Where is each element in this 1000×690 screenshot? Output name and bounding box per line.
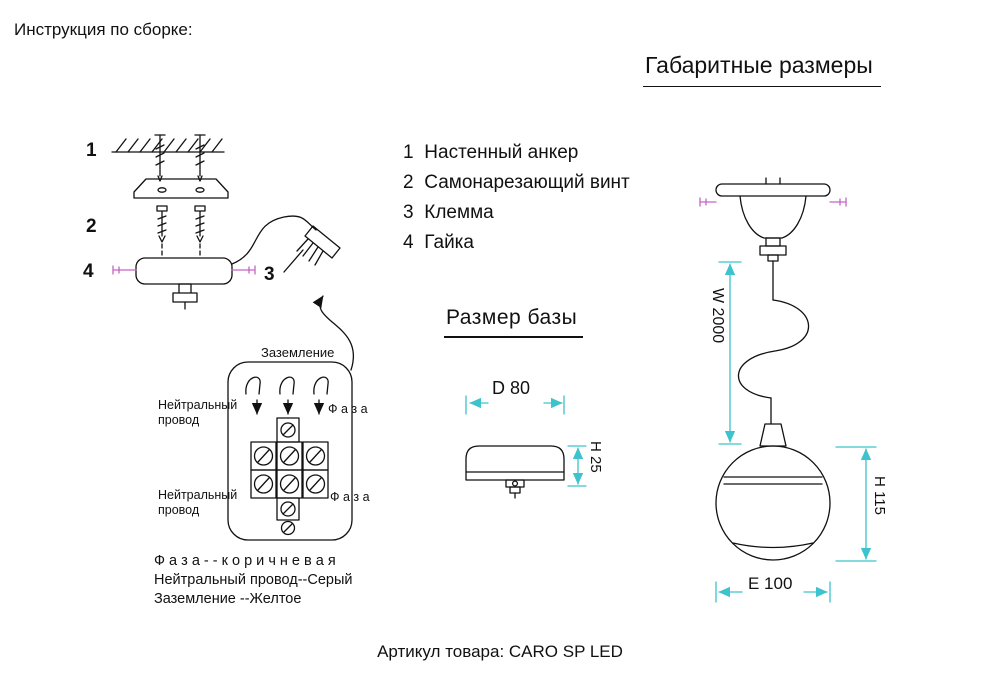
terminal-connector-drawing <box>231 215 341 273</box>
wiring-diagram <box>227 361 353 541</box>
pendant-wire-length-dimension: W 2000 <box>709 288 726 344</box>
legend-item-terminal: 3 Клемма <box>403 202 630 224</box>
nut-drawing <box>172 283 198 310</box>
legend-item-number: 1 <box>403 142 414 163</box>
ground-wire-label: Заземление <box>261 345 335 360</box>
anchor-drawing <box>154 134 206 182</box>
neutral-wire-label-top: Нейтральный провод <box>158 398 238 427</box>
wire-color-note-ground: Заземление --Желтое <box>154 591 302 607</box>
pink-screw-left <box>112 265 137 275</box>
callout-screw: 2 <box>86 216 97 237</box>
bracket-drawing <box>133 178 229 199</box>
assembly-diagram <box>111 134 354 371</box>
pink-screw-plate-right <box>829 197 847 207</box>
callout-nut: 4 <box>83 261 94 282</box>
canopy-drawing <box>112 257 256 310</box>
pink-screw-plate-left <box>699 197 717 207</box>
legend-item-screw: 2 Самонарезающий винт <box>403 172 630 194</box>
legend-item-anchor: 1 Настенный анкер <box>403 142 630 164</box>
legend-item-label: Самонарезающий винт <box>424 172 630 193</box>
legend-item-number: 3 <box>403 202 414 223</box>
pendant-diagram <box>699 177 877 603</box>
assembly-instructions-label: Инструкция по сборке: <box>14 20 193 39</box>
callout-terminal: 3 <box>264 264 275 285</box>
phase-wire-label-bottom: Ф а з а <box>330 490 370 504</box>
pink-screw-right <box>231 265 256 275</box>
base-size-title: Размер базы <box>444 306 584 338</box>
base-height-dimension: H 25 <box>587 441 604 473</box>
neutral-wire-label-bottom: Нейтральный провод <box>158 488 238 517</box>
parts-legend: 1 Настенный анкер 2 Самонарезающий винт … <box>403 142 630 262</box>
curved-arrow <box>312 295 354 371</box>
legend-item-label: Клемма <box>424 202 494 223</box>
legend-item-number: 2 <box>403 172 414 193</box>
pendant-width-dimension: E 100 <box>748 574 793 593</box>
legend-item-nut: 4 Гайка <box>403 232 630 254</box>
article-number: Артикул товара: CARO SP LED <box>377 642 623 661</box>
phase-wire-label-top: Ф а з а <box>328 402 368 416</box>
base-diameter-dimension: D 80 <box>492 378 531 398</box>
base-diagram <box>465 395 587 499</box>
dimensions-title: Габаритные размеры <box>643 52 881 87</box>
screw-drawing <box>156 205 206 259</box>
legend-item-label: Гайка <box>424 232 474 253</box>
wire-color-note-neutral: Нейтральный провод--Серый <box>154 572 353 588</box>
wire-color-note-phase: Ф а з а - - к о р и ч н е в а я <box>154 553 336 569</box>
legend-item-label: Настенный анкер <box>424 142 579 163</box>
pendant-height-dimension: H 115 <box>871 476 888 515</box>
legend-item-number: 4 <box>403 232 414 253</box>
terminal-block-drawing <box>250 417 329 536</box>
callout-anchor: 1 <box>86 140 97 161</box>
